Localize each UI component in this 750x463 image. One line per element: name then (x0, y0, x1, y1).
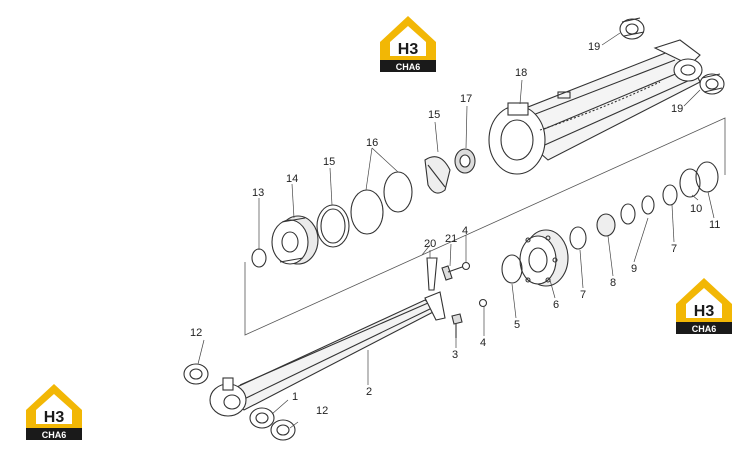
part-7-seal (569, 226, 587, 250)
label-12b: 12 (316, 405, 328, 417)
label-15b: 15 (323, 156, 335, 168)
part-17-nut (454, 148, 476, 174)
logo-bottom-text: CHA6 (396, 62, 421, 72)
label-4b: 4 (480, 337, 486, 349)
part-15-ring-lower (316, 204, 350, 248)
part-5-ring (501, 254, 523, 284)
part-4-nut-top (461, 261, 471, 271)
part-9b-seal (641, 195, 655, 215)
label-17: 17 (460, 93, 472, 105)
part-4-nut-lower (478, 298, 488, 308)
brand-logo-right: H3 CHA6 (672, 274, 736, 336)
label-1: 1 (292, 391, 298, 403)
part-7b-seal (662, 184, 678, 206)
label-19a: 19 (588, 41, 600, 53)
logo-top-text: H3 (694, 303, 715, 320)
label-19b: 19 (671, 103, 683, 115)
part-9-seal (620, 203, 636, 225)
part-12-bearing-upper (183, 363, 209, 385)
assembly-lines (244, 117, 726, 336)
part-21-bolt (441, 265, 466, 281)
part-3-bolt (451, 313, 463, 338)
part-13-ring (251, 248, 267, 268)
logo-bottom-text: CHA6 (692, 324, 717, 334)
label-16: 16 (366, 137, 378, 149)
label-12a: 12 (190, 327, 202, 339)
label-2: 2 (366, 386, 372, 398)
part-2-piston-rod (209, 291, 446, 417)
part-12-bearing-lower (270, 419, 296, 441)
part-14-piston (271, 215, 319, 265)
part-11-ring (695, 161, 719, 193)
part-16-rings (350, 171, 413, 235)
part-1-bearing (249, 407, 275, 429)
logo-top-text: H3 (398, 41, 419, 58)
brand-logo-top: H3 CHA6 (376, 12, 440, 74)
label-5: 5 (514, 319, 520, 331)
bearing-19-top (619, 17, 645, 40)
bearing-19-right (699, 73, 725, 95)
part-labels: 1 2 3 4 4 5 6 7 7 8 9 10 11 12 12 13 14 … (190, 41, 720, 417)
label-7b: 7 (671, 243, 677, 255)
logo-bottom-text: CHA6 (42, 430, 67, 440)
label-13: 13 (252, 187, 264, 199)
label-20: 20 (424, 238, 436, 250)
brand-logo-left: H3 CHA6 (22, 380, 86, 442)
part-6-cylinder-head (519, 229, 569, 287)
label-4a: 4 (462, 225, 468, 237)
label-21: 21 (445, 233, 457, 245)
label-10: 10 (690, 203, 702, 215)
label-15a: 15 (428, 109, 440, 121)
label-18: 18 (515, 67, 527, 79)
label-6: 6 (553, 299, 559, 311)
label-7a: 7 (580, 289, 586, 301)
label-9: 9 (631, 263, 637, 275)
part-10-ring (679, 168, 701, 198)
part-20-pin (426, 257, 438, 291)
label-14: 14 (286, 173, 298, 185)
part-15-ring-top (424, 156, 451, 194)
logo-top-text: H3 (44, 409, 65, 426)
label-3: 3 (452, 349, 458, 361)
part-8-seal (596, 213, 616, 237)
label-8: 8 (610, 277, 616, 289)
label-11: 11 (709, 219, 720, 231)
leader-lines (197, 32, 715, 429)
cylinder-barrel (488, 39, 703, 175)
